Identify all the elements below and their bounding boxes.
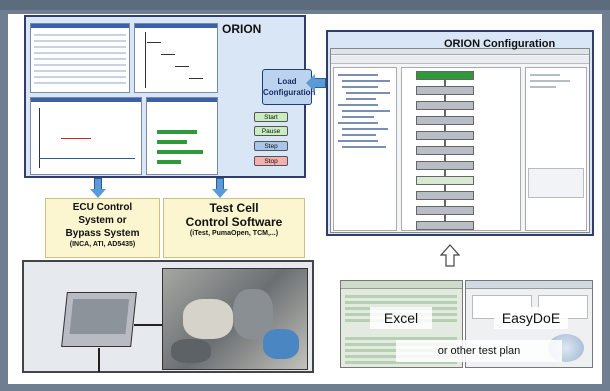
test-cell-line3: (iTest, PumaOpen, TCM,...) bbox=[189, 230, 279, 237]
down-arrow-icon bbox=[90, 178, 106, 200]
ecu-line2: System or bbox=[78, 215, 127, 226]
top-stripe bbox=[0, 0, 610, 10]
hardware-panel bbox=[22, 260, 314, 373]
easydoe-label: EasyDoE bbox=[494, 307, 568, 329]
down-arrow-icon bbox=[212, 178, 228, 200]
orion-trend-view bbox=[30, 97, 142, 175]
configuration-title: ORION Configuration bbox=[444, 38, 556, 50]
connector-line bbox=[134, 324, 162, 326]
ecu-line1: ECU Control bbox=[72, 202, 133, 213]
test-cell-label: Test Cell Control Software (iTest, PumaO… bbox=[163, 198, 305, 258]
connector-line bbox=[98, 348, 100, 372]
load-configuration-button[interactable]: Load Configuration bbox=[262, 69, 315, 105]
ecu-device-image bbox=[61, 292, 137, 347]
orion-bar-view bbox=[146, 97, 218, 175]
step-button[interactable]: Step bbox=[254, 141, 288, 151]
other-test-plan-label: or other test plan bbox=[396, 340, 562, 362]
left-arrow-icon bbox=[306, 74, 326, 92]
test-cell-image bbox=[162, 268, 308, 370]
orion-plot-view bbox=[134, 23, 218, 93]
ecu-line4: (INCA, ATI, AD5435) bbox=[69, 241, 136, 248]
configuration-screenshot bbox=[330, 48, 590, 233]
up-arrow-icon bbox=[440, 244, 460, 267]
orion-table-view bbox=[30, 23, 130, 93]
pause-button[interactable]: Pause bbox=[254, 126, 288, 136]
excel-label: Excel bbox=[370, 307, 432, 329]
test-cell-line1: Test Cell bbox=[209, 201, 259, 215]
stop-button[interactable]: Stop bbox=[254, 156, 288, 166]
ecu-control-label: ECU Control System or Bypass System (INC… bbox=[45, 198, 160, 258]
test-cell-line2: Control Software bbox=[185, 215, 283, 229]
start-button[interactable]: Start bbox=[254, 112, 288, 122]
ecu-line3: Bypass System bbox=[65, 228, 140, 239]
orion-title: ORION bbox=[222, 22, 262, 36]
